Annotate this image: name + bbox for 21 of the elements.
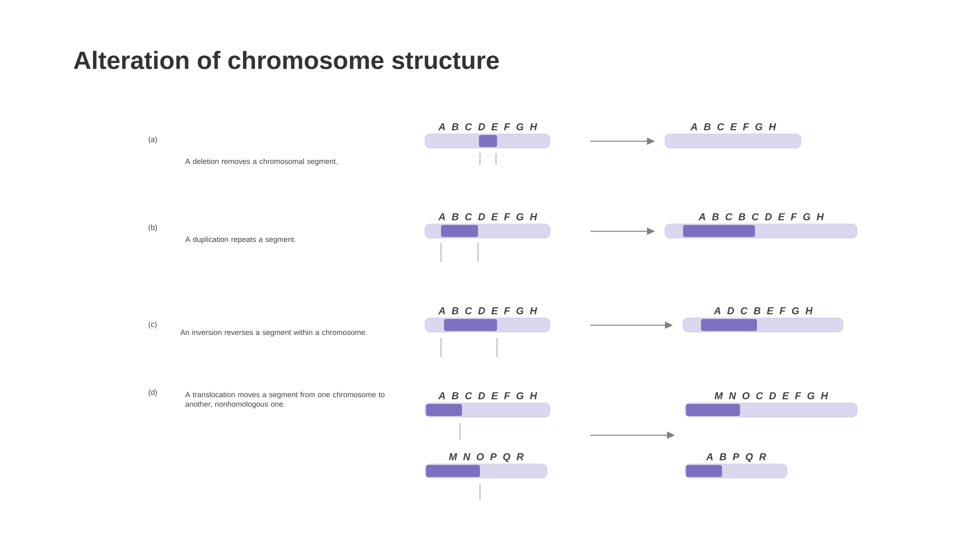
chromosome: A B C D E F G H — [424, 213, 550, 238]
title: Alteration of chromosome structure — [74, 50, 499, 70]
chromosome: A B C D E F G H — [424, 392, 550, 418]
node-label: A D C B E F G H — [714, 307, 813, 314]
node-label: A B C D E F G H — [438, 392, 538, 400]
node-label: M N O P Q R — [448, 453, 524, 462]
chromosome: A B C B C D E F G H — [664, 213, 858, 238]
chromosome: A B C E F G H — [664, 123, 802, 148]
node-label: A B P Q R — [706, 453, 766, 462]
node-label: A B C B C D E F G H — [698, 213, 824, 220]
node-label: A B C D E F G H — [438, 213, 538, 220]
chromosome: A D C B E F G H — [682, 307, 844, 332]
chromosome: A B C D E F G H — [424, 307, 550, 332]
node-label: A B C D E F G H — [438, 123, 538, 130]
chromosome: M N O P Q R — [424, 453, 548, 478]
node-label: A B C E F G H — [690, 123, 776, 130]
chromosome: M N O C D E F G H — [684, 392, 858, 418]
chromosome: A B C D E F G H — [424, 123, 550, 148]
chromosome: A B P Q R — [684, 453, 788, 478]
node-label: A B C D E F G H — [438, 307, 538, 314]
node-label: M N O C D E F G H — [714, 392, 828, 400]
